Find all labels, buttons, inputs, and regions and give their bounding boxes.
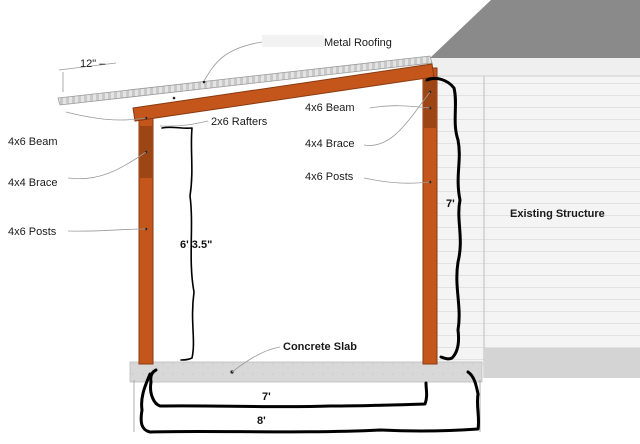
outer-width-label: 8': [257, 415, 266, 427]
concrete-slab-label: Concrete Slab: [283, 341, 357, 353]
right-posts-label: 4x6 Posts: [305, 171, 354, 183]
post-height-label: 7': [446, 198, 455, 210]
left-posts-label: 4x6 Posts: [8, 226, 57, 238]
left-beam-label: 4x6 Beam: [8, 136, 58, 148]
clear-height-markup: [161, 126, 195, 361]
metal-roofing-sheet: [57, 55, 433, 106]
metal-roofing-label: Metal Roofing: [324, 37, 392, 49]
right-brace-label: 4x4 Brace: [305, 138, 355, 150]
right-brace: [424, 80, 436, 128]
existing-structure-label: Existing Structure: [510, 208, 605, 220]
inner-width-label: 7': [262, 391, 271, 403]
smudged-text-area: [262, 35, 324, 47]
house-roof: [430, 0, 640, 58]
inner-width-markup: [149, 368, 429, 409]
clear-height-label: 6' 3.5": [180, 239, 212, 251]
hand-markup: [139, 76, 481, 434]
house-fascia: [430, 58, 640, 76]
concrete-slab: [129, 361, 483, 383]
left-brace-label: 4x4 Brace: [8, 177, 58, 189]
post-height-markup: [425, 76, 462, 361]
overhang-label: 12" –: [80, 58, 106, 70]
leader-lines: [58, 41, 481, 432]
right-beam-label: 4x6 Beam: [305, 102, 355, 114]
rafters-label: 2x6 Rafters: [211, 116, 268, 128]
existing-structure: [430, 0, 640, 378]
house-foundation: [484, 348, 640, 378]
outer-width-markup: [139, 370, 481, 434]
house-wall-front: [484, 76, 640, 376]
